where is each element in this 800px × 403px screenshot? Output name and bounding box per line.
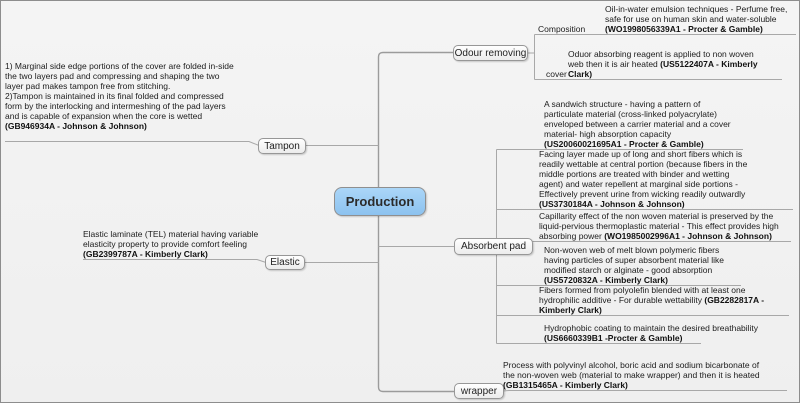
note-wrapper-patent: (GB1315465A - Kimberly Clark) bbox=[503, 380, 628, 390]
note-facing-text: Facing layer made up of long and short f… bbox=[539, 149, 748, 199]
note-capillarity-patent: (WO1985002996A1 - Johnson & Johnson) bbox=[604, 231, 772, 241]
note-elastic-patent: (GB2399787A - Kimberly Clark) bbox=[83, 249, 208, 259]
note-cover-patent: (US5122407A - Kimberly Clark) bbox=[568, 59, 758, 79]
note-absorbent-sandwich[interactable]: A sandwich structure - having a pattern … bbox=[544, 99, 731, 149]
edge-elastic-underline bbox=[83, 259, 267, 263]
note-cover-text: Oduor absorbing reagent is applied to no… bbox=[568, 49, 754, 69]
note-composition-text: Oil-in-water emulsion techniques - Perfu… bbox=[605, 4, 788, 24]
note-tampon-text: 1) Marginal side edge portions of the co… bbox=[5, 61, 234, 121]
note-composition[interactable]: Oil-in-water emulsion techniques - Perfu… bbox=[605, 4, 787, 34]
note-absorbent-fibers[interactable]: Fibers formed from polyolefin blended wi… bbox=[539, 285, 764, 315]
note-elastic-text: Elastic laminate (TEL) material having v… bbox=[83, 229, 259, 249]
node-absorbent-pad[interactable]: Absorbent pad bbox=[454, 238, 533, 255]
node-wrapper[interactable]: wrapper bbox=[454, 383, 504, 399]
note-nonwoven-patent: (US5720832A - Kimberly Clark) bbox=[544, 275, 668, 285]
note-sandwich-patent: (US20060021695A1 - Procter & Gamble) bbox=[544, 139, 704, 149]
note-absorbent-facing[interactable]: Facing layer made up of long and short f… bbox=[539, 149, 747, 209]
edge-wrapper-underline bbox=[502, 390, 787, 392]
note-wrapper-text: Process with polyvinyl alcohol, boric ac… bbox=[503, 360, 760, 380]
branch-label-composition[interactable]: Composition bbox=[538, 24, 586, 34]
node-odour-removing[interactable]: Odour removing bbox=[453, 45, 528, 61]
note-absorbent-nonwoven[interactable]: Non-woven web of melt blown polymeric fi… bbox=[544, 245, 724, 285]
note-wrapper[interactable]: Process with polyvinyl alcohol, boric ac… bbox=[503, 360, 760, 390]
note-facing-patent: (US3730184A - Johnson & Johnson) bbox=[539, 199, 685, 209]
branch-label-cover[interactable]: cover bbox=[546, 69, 567, 79]
note-hydrophobic-text: Hydrophobic coating to maintain the desi… bbox=[544, 323, 759, 333]
edge-spine bbox=[377, 51, 454, 393]
note-absorbent-capillarity[interactable]: Capillarity effect of the non woven mate… bbox=[539, 211, 779, 241]
note-hydrophobic-patent: (US6660339B1 -Procter & Gamble) bbox=[544, 333, 683, 343]
note-tampon-patent: (GB946934A - Johnson & Johnson) bbox=[5, 121, 147, 131]
note-capillarity-text: Capillarity effect of the non woven mate… bbox=[539, 211, 779, 241]
note-elastic[interactable]: Elastic laminate (TEL) material having v… bbox=[83, 229, 258, 259]
note-tampon[interactable]: 1) Marginal side edge portions of the co… bbox=[5, 61, 234, 131]
note-cover[interactable]: Oduor absorbing reagent is applied to no… bbox=[568, 49, 758, 79]
note-fibers-patent: (GB2282817A - Kimberly Clark) bbox=[539, 295, 765, 315]
edge-tampon-underline bbox=[5, 141, 260, 146]
note-sandwich-text: A sandwich structure - having a pattern … bbox=[544, 99, 731, 139]
note-nonwoven-text: Non-woven web of melt blown polymeric fi… bbox=[544, 245, 725, 275]
node-elastic[interactable]: Elastic bbox=[265, 255, 305, 270]
node-production[interactable]: Production bbox=[334, 187, 426, 216]
note-fibers-text: Fibers formed from polyolefin blended wi… bbox=[539, 285, 746, 305]
node-tampon[interactable]: Tampon bbox=[258, 138, 306, 154]
note-composition-patent: (WO1998056339A1 - Procter & Gamble) bbox=[605, 24, 763, 34]
note-absorbent-hydrophobic[interactable]: Hydrophobic coating to maintain the desi… bbox=[544, 323, 758, 343]
